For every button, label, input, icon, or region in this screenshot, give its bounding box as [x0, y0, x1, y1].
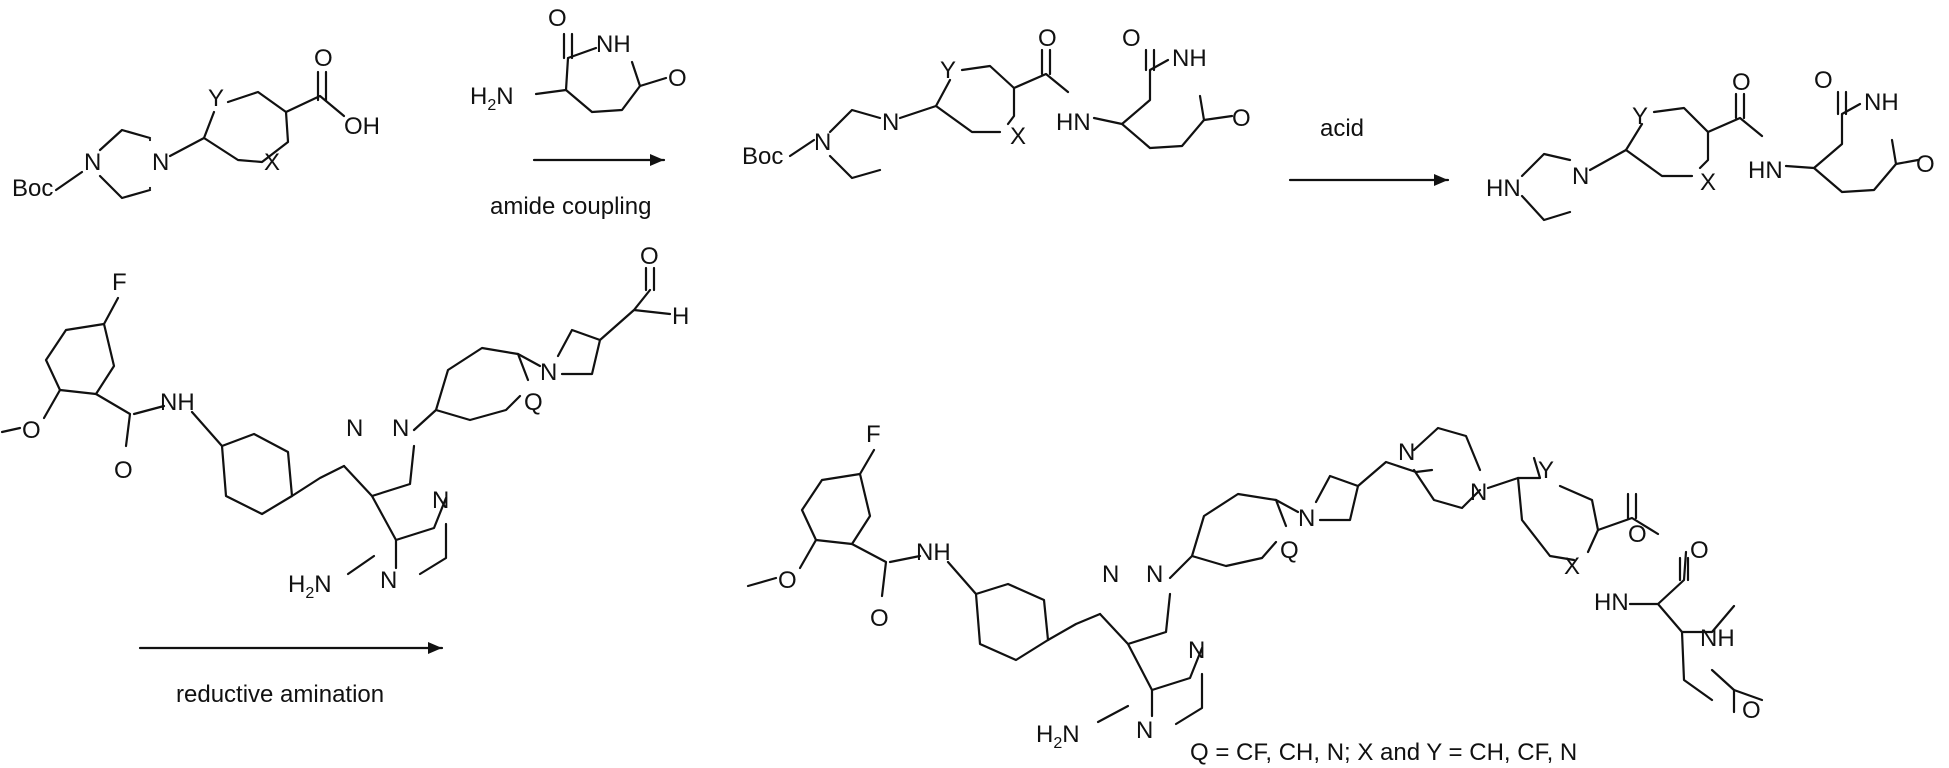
ald-azetidine-n: N	[540, 359, 557, 386]
reagent-amine: H2N	[470, 83, 514, 114]
ald-ring-q: Q	[524, 389, 543, 416]
int-amide-o: O	[1038, 25, 1057, 52]
imide-o1: O	[548, 5, 567, 32]
arrow-step1: amide coupling	[490, 154, 664, 220]
ald-pyrazole-n1: N	[346, 415, 363, 442]
product-deprotected-piperazine: HN N Y X O HN O NH O	[1486, 67, 1935, 220]
final-product: F O O NH N N N N H2N Q N N N Y X O HN O	[748, 421, 1762, 752]
fp-amine: H2N	[1036, 721, 1080, 752]
fp-pyrimidine-n2: N	[1136, 717, 1153, 744]
int-piperazine-n4: N	[882, 109, 899, 136]
ald-amide-nh: NH	[160, 389, 195, 416]
ald-aldehyde-h: H	[672, 303, 689, 330]
fp-amide-nh: NH	[916, 539, 951, 566]
ring-x: X	[264, 149, 280, 176]
dp-piperazine-n4: N	[1572, 163, 1589, 190]
int-imide-o1: O	[1122, 25, 1141, 52]
fp-piperazine-n4: N	[1470, 479, 1487, 506]
ald-pyrazole-n2: N	[392, 415, 409, 442]
int-imide-o2: O	[1232, 105, 1251, 132]
dp-ring-y: Y	[1632, 103, 1648, 130]
starting-material-boc-piperazine-acid: Boc N N Y X O OH	[12, 45, 380, 202]
fp-fluoro: F	[866, 421, 881, 448]
imide-nh: NH	[596, 31, 631, 58]
int-imide-nh: NH	[1172, 45, 1207, 72]
ald-amine: H2N	[288, 571, 332, 602]
int-amide-hn: HN	[1056, 109, 1091, 136]
arrow-step2: acid	[1290, 115, 1448, 186]
step1-condition: amide coupling	[490, 193, 651, 220]
dp-piperazine-hn: HN	[1486, 175, 1521, 202]
fp-piperazine-n1: N	[1398, 439, 1415, 466]
step3-condition: reductive amination	[176, 681, 384, 708]
variable-definitions-footnote: Q = CF, CH, N; X and Y = CH, CF, N	[1190, 739, 1577, 766]
ald-amide-o: O	[114, 457, 133, 484]
fp-azetidine-n: N	[1298, 505, 1315, 532]
fp-ring-y: Y	[1538, 457, 1554, 484]
acid-carbonyl-o: O	[314, 45, 333, 72]
dp-imide-o1: O	[1814, 67, 1833, 94]
boc-label: Boc	[12, 175, 53, 202]
boc-label-2: Boc	[742, 143, 783, 170]
arrow-step3: reductive amination	[140, 642, 442, 708]
fp-ring-x: X	[1564, 553, 1580, 580]
dp-imide-o2: O	[1916, 151, 1935, 178]
reagent-aldehyde-pyrazolopyrimidine: F O O NH N N N N H2N Q N O H	[2, 243, 689, 602]
fp-amide-o: O	[870, 605, 889, 632]
fp-methoxy-o: O	[778, 567, 797, 594]
int-piperazine-n1: N	[814, 129, 831, 156]
fp-pyrimidine-n1: N	[1188, 637, 1205, 664]
acid-oh: OH	[344, 113, 380, 140]
dp-imide-nh: NH	[1864, 89, 1899, 116]
ald-methoxy-o: O	[22, 417, 41, 444]
dp-ring-x: X	[1700, 169, 1716, 196]
dp-amide-o: O	[1732, 69, 1751, 96]
dp-amide-hn: HN	[1748, 157, 1783, 184]
ald-fluoro: F	[112, 269, 127, 296]
fp-imide-o2: O	[1742, 697, 1761, 724]
piperazine-n4: N	[152, 149, 169, 176]
step2-condition: acid	[1320, 115, 1364, 142]
ald-pyrimidine-n2: N	[380, 567, 397, 594]
intermediate-boc-amide: Boc N N Y X O HN O NH O	[742, 25, 1251, 178]
fp-pyrazole-n1: N	[1102, 561, 1119, 588]
fp-pyrazole-n2: N	[1146, 561, 1163, 588]
int-ring-x: X	[1010, 123, 1026, 150]
imide-o2: O	[668, 65, 687, 92]
fp-amide-hn: HN	[1594, 589, 1629, 616]
int-ring-y: Y	[940, 57, 956, 84]
piperazine-n1: N	[84, 149, 101, 176]
fp-imide-o1: O	[1690, 537, 1709, 564]
ald-pyrimidine-n1: N	[432, 487, 449, 514]
fp-imide-nh: NH	[1700, 625, 1735, 652]
reagent-aminoglutarimide: O NH O H2N	[470, 5, 687, 114]
ald-aldehyde-o: O	[640, 243, 659, 270]
fp-ring-q: Q	[1280, 537, 1299, 564]
ring-y: Y	[208, 85, 224, 112]
fp-amide-o2: O	[1628, 521, 1647, 548]
